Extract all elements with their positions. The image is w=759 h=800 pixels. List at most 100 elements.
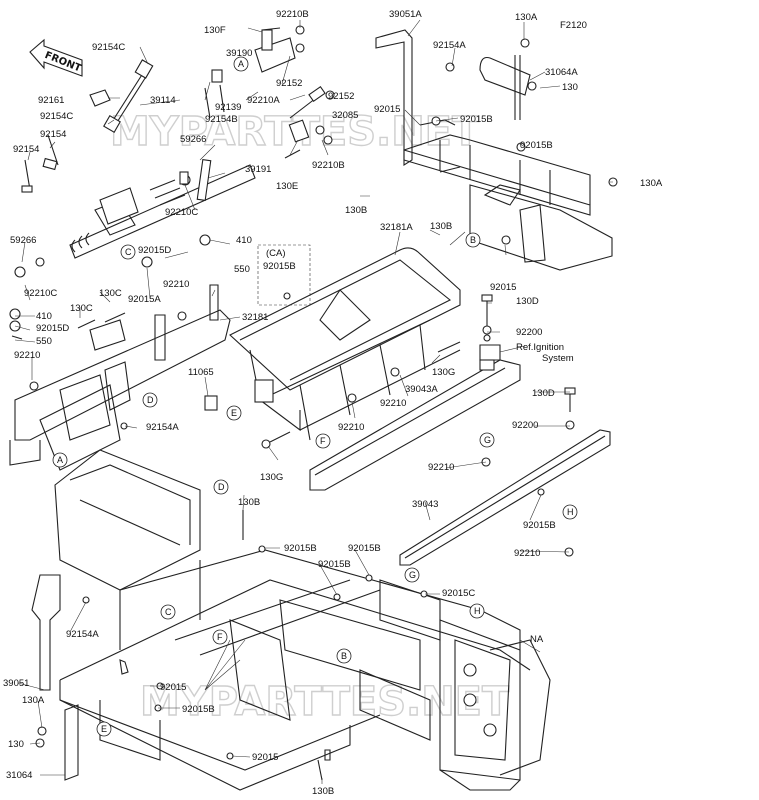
part-label[interactable]: 92161 xyxy=(38,95,64,106)
part-label[interactable]: 130G xyxy=(432,367,455,378)
part-label[interactable]: 92154B xyxy=(205,114,238,125)
callout-f-bottom-label: F xyxy=(217,632,223,642)
part-label[interactable]: 92139 xyxy=(215,102,241,113)
part-label[interactable]: 130F xyxy=(204,25,226,36)
callout-a-bottom-label: A xyxy=(57,455,63,465)
part-label[interactable]: 130A xyxy=(22,695,45,706)
callout-f-bottom[interactable] xyxy=(212,629,228,645)
part-label[interactable]: 92210B xyxy=(276,9,309,20)
callout-d-top[interactable] xyxy=(142,392,158,408)
part-label[interactable]: 59266 xyxy=(180,134,206,145)
part-label[interactable]: 39191 xyxy=(245,164,271,175)
part-label[interactable]: 92015C xyxy=(442,588,475,599)
part-label[interactable]: 130B xyxy=(312,786,334,797)
part-label[interactable]: 92015B xyxy=(348,543,381,554)
side-rail-39043 xyxy=(399,387,611,566)
part-label[interactable]: 130A xyxy=(640,178,663,189)
callout-a-top[interactable] xyxy=(233,56,249,72)
part-label[interactable]: 92154C xyxy=(40,111,73,122)
part-label[interactable]: 92015D xyxy=(138,245,171,256)
part-label[interactable]: 130D xyxy=(516,296,539,307)
part-label[interactable]: 92154A xyxy=(146,422,179,433)
part-labels[interactable]: 130F 92210B 39051A 130A 92154C 39190 921… xyxy=(3,9,663,797)
part-label[interactable]: 92154C xyxy=(92,42,125,53)
part-label[interactable]: 31064A xyxy=(545,67,578,78)
callout-d-bottom[interactable] xyxy=(213,479,229,495)
ref-note-line1: Ref.Ignition xyxy=(516,342,564,353)
part-label[interactable]: 130 xyxy=(8,739,24,750)
part-label[interactable]: 92154 xyxy=(40,129,66,140)
part-label[interactable]: 92015B xyxy=(460,114,493,125)
part-label[interactable]: 130E xyxy=(276,181,298,192)
part-label[interactable]: 92210 xyxy=(338,422,364,433)
part-label[interactable]: 92210 xyxy=(14,350,40,361)
part-label[interactable]: 130C xyxy=(70,303,93,314)
part-label[interactable]: 92210 xyxy=(428,462,454,473)
part-label[interactable]: 92015 xyxy=(490,282,516,293)
part-label[interactable]: 130B xyxy=(238,497,260,508)
part-label[interactable]: 92210 xyxy=(514,548,540,559)
part-label[interactable]: 32181 xyxy=(242,312,268,323)
part-label[interactable]: 11065 xyxy=(188,367,214,378)
part-label[interactable]: 32181A xyxy=(380,222,413,233)
callout-h-top[interactable] xyxy=(562,504,578,520)
part-label[interactable]: 92015D xyxy=(36,323,69,334)
part-label[interactable]: 92015B xyxy=(182,704,215,715)
part-label[interactable]: 550 xyxy=(234,264,250,275)
part-label[interactable]: 92210C xyxy=(165,207,198,218)
part-label[interactable]: 32085 xyxy=(332,110,358,121)
part-label[interactable]: 92015B xyxy=(263,261,296,272)
callout-c-bottom[interactable] xyxy=(160,604,176,620)
callout-b-bottom[interactable] xyxy=(336,648,352,664)
callout-g-top[interactable] xyxy=(479,432,495,448)
part-label[interactable]: 92154A xyxy=(66,629,99,640)
part-label[interactable]: 59266 xyxy=(10,235,36,246)
callout-b-top[interactable] xyxy=(465,232,481,248)
part-label[interactable]: 92210C xyxy=(24,288,57,299)
part-label[interactable]: 410 xyxy=(236,235,252,246)
part-label[interactable]: 92015B xyxy=(318,559,351,570)
part-label[interactable]: 130G xyxy=(260,472,283,483)
part-label[interactable]: 92154A xyxy=(433,40,466,51)
part-label[interactable]: 39114 xyxy=(150,95,176,106)
part-label[interactable]: 92210B xyxy=(312,160,345,171)
callout-circles[interactable]: A B C D E F A G D H C G H F B E xyxy=(52,56,578,737)
part-label[interactable]: 39051 xyxy=(3,678,29,689)
part-label[interactable]: 92015B xyxy=(523,520,556,531)
part-label[interactable]: 92015B xyxy=(520,140,553,151)
part-label[interactable]: 39190 xyxy=(226,48,252,59)
part-label[interactable]: 92210A xyxy=(247,95,280,106)
part-label[interactable]: 410 xyxy=(36,311,52,322)
part-label[interactable]: 130D xyxy=(532,388,555,399)
part-label[interactable]: 92154 xyxy=(13,144,39,155)
part-label[interactable]: 92015A xyxy=(128,294,161,305)
part-label[interactable]: 31064 xyxy=(6,770,32,781)
callout-e-top[interactable] xyxy=(226,405,242,421)
part-label[interactable]: 130C xyxy=(99,288,122,299)
part-label[interactable]: 92210 xyxy=(163,279,189,290)
part-label[interactable]: 92200 xyxy=(512,420,538,431)
part-label[interactable]: 92152 xyxy=(276,78,302,89)
part-label[interactable]: 39043A xyxy=(405,384,438,395)
callout-h-bottom[interactable] xyxy=(469,603,485,619)
part-label[interactable]: 39051A xyxy=(389,9,422,20)
callout-g-bottom[interactable] xyxy=(404,567,420,583)
part-label[interactable]: 130 xyxy=(562,82,578,93)
part-label[interactable]: 39043 xyxy=(412,499,438,510)
callout-f-top[interactable] xyxy=(315,433,331,449)
part-label[interactable]: 550 xyxy=(36,336,52,347)
part-label[interactable]: 130A xyxy=(515,12,538,23)
part-label[interactable]: 92015 xyxy=(252,752,278,763)
part-label[interactable]: NA xyxy=(530,634,544,645)
part-label[interactable]: 92015 xyxy=(160,682,186,693)
callout-e-bottom[interactable] xyxy=(96,721,112,737)
part-label[interactable]: 92152 xyxy=(328,91,354,102)
part-label[interactable]: 92015B xyxy=(284,543,317,554)
part-label[interactable]: 92015 xyxy=(374,104,400,115)
part-label[interactable]: 92210 xyxy=(380,398,406,409)
callout-c-top[interactable] xyxy=(120,244,136,260)
part-label[interactable]: 130B xyxy=(345,205,367,216)
callout-a-bottom[interactable] xyxy=(52,452,68,468)
part-label[interactable]: 92200 xyxy=(516,327,542,338)
part-label[interactable]: 130B xyxy=(430,221,452,232)
